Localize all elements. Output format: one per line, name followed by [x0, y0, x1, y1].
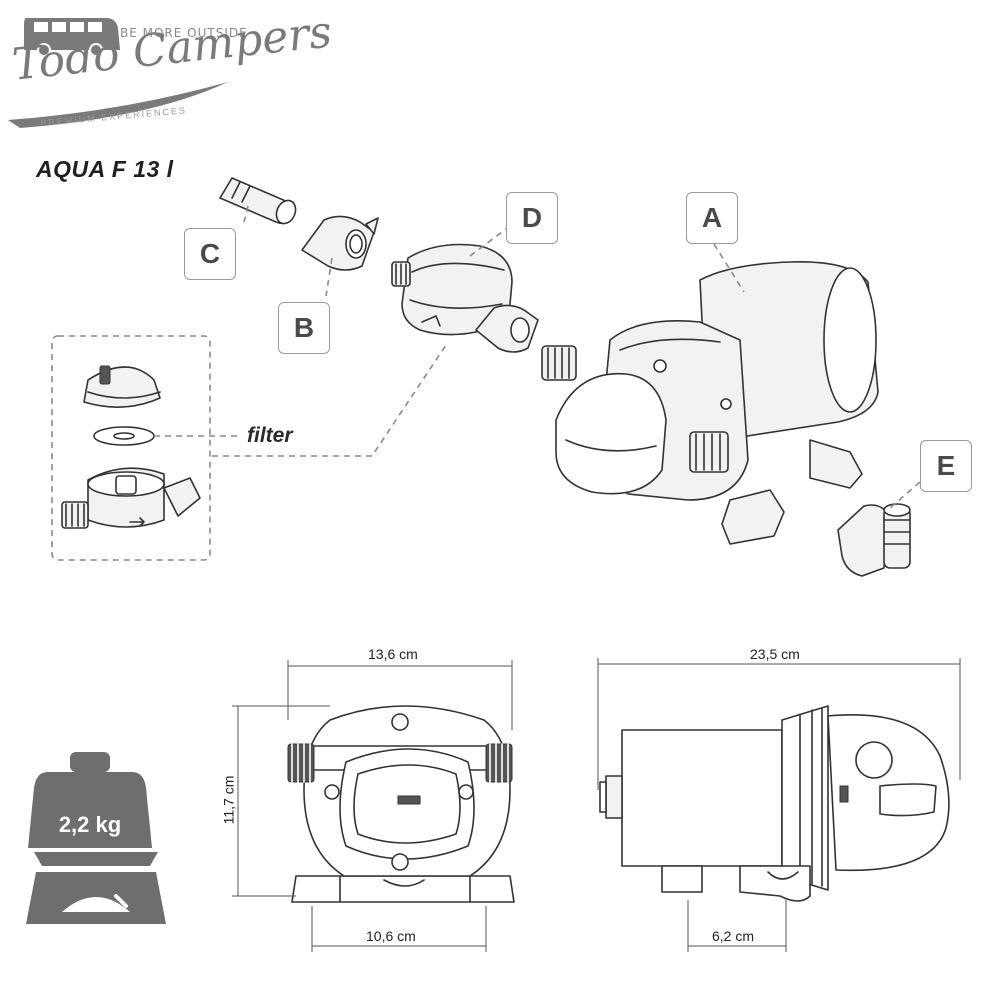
weight-label: 2,2 kg	[58, 812, 122, 837]
wing-nut-b	[301, 215, 379, 271]
elbow-connector-e	[837, 503, 911, 577]
dim-front-height: 11,7 cm	[220, 775, 237, 825]
dim-side-length: 23,5 cm	[750, 646, 800, 662]
callout-c: C	[184, 228, 236, 280]
callout-a: A	[686, 192, 738, 244]
filter-cap	[83, 365, 161, 408]
callout-e: E	[920, 440, 972, 492]
filter-housing-d	[391, 243, 539, 353]
callout-d: D	[506, 192, 558, 244]
dim-front-base: 10,6 cm	[366, 928, 416, 944]
product-title: AQUA F 13 l	[36, 156, 174, 182]
inset-leader	[212, 341, 449, 457]
filter-label: filter	[247, 424, 293, 447]
van-icon	[24, 18, 120, 57]
callout-b: B	[278, 302, 330, 354]
filter-body	[61, 467, 201, 529]
hose-connector-c	[219, 177, 297, 225]
filter-disc	[93, 426, 155, 446]
weight-icon	[26, 752, 166, 924]
dim-front-width: 13,6 cm	[368, 646, 418, 662]
front-view	[287, 705, 515, 903]
logo-swoosh	[8, 82, 228, 128]
side-view	[599, 705, 950, 902]
water-pump-a	[541, 261, 879, 545]
brand-tagline: BE MORE OUTSIDE	[120, 26, 248, 40]
dim-side-base: 6,2 cm	[712, 928, 755, 944]
